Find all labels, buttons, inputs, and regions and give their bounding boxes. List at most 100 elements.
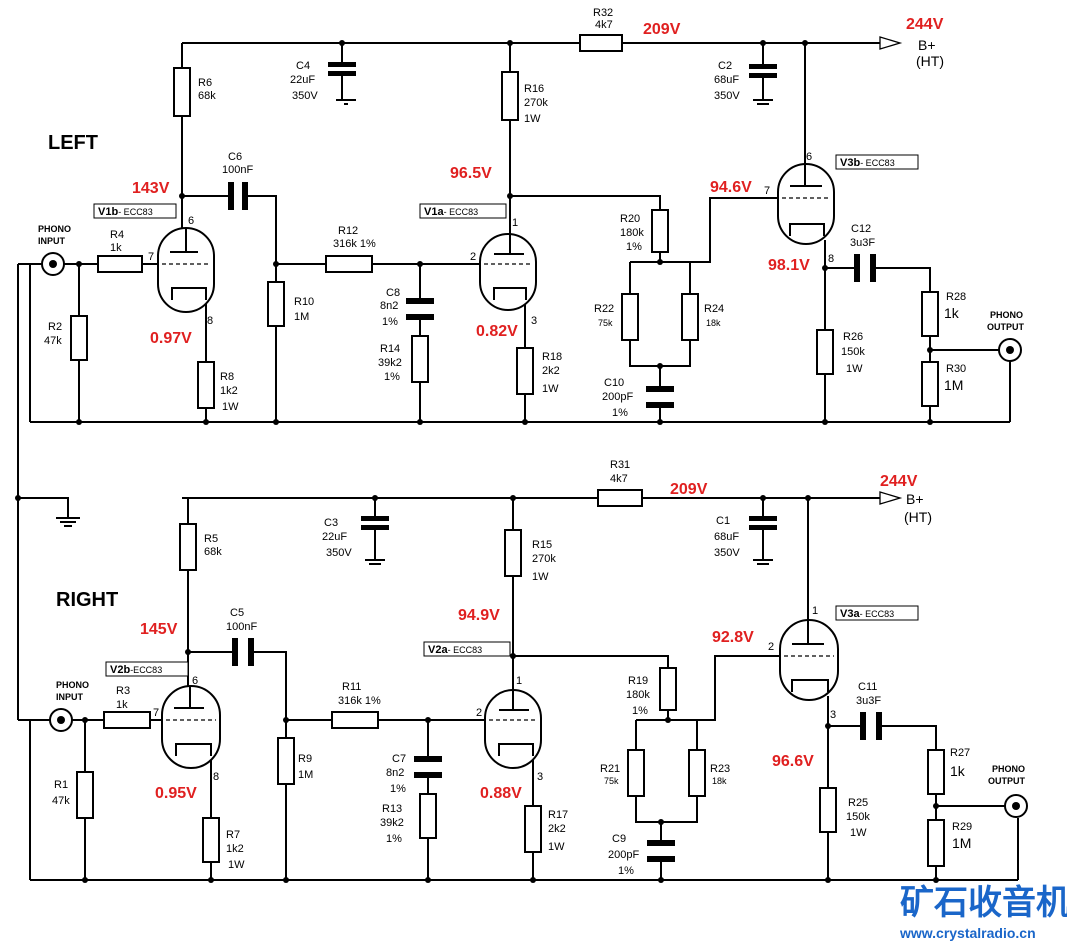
- resistor-r9: [277, 737, 295, 785]
- resistor-r12: [325, 255, 373, 273]
- resistor-r17: [524, 805, 542, 853]
- phono-output-right-label-1: PHONO: [992, 764, 1025, 774]
- v2b-cathode-voltage: 0.95V: [155, 785, 197, 802]
- svg-text:8: 8: [828, 253, 834, 265]
- label-c3-val: 22uF: [322, 531, 347, 543]
- label-c11-val: 3u3F: [856, 695, 881, 707]
- tube-v1b-name: V1b: [98, 206, 118, 218]
- phono-output-left-label-2: OUTPUT: [987, 322, 1025, 332]
- b-plus-arrows: [879, 36, 903, 505]
- resistor-r21: [627, 749, 645, 797]
- svg-text:6: 6: [806, 151, 812, 163]
- tube-v3b-name: V3b: [840, 157, 860, 169]
- label-c2-val: 68uF: [714, 74, 739, 86]
- resistor-r8: [197, 361, 215, 409]
- label-r30-ref: R30: [946, 363, 966, 375]
- phono-input-left-label-1: PHONO: [38, 224, 71, 234]
- tube-v2a-name: V2a: [428, 644, 448, 656]
- tube-v2a-type: - ECC83: [448, 645, 483, 655]
- label-r9-ref: R9: [298, 753, 312, 765]
- svg-text:6: 6: [188, 215, 194, 227]
- tube-v1a: [479, 233, 537, 311]
- svg-text:2: 2: [476, 707, 482, 719]
- label-r7-ref: R7: [226, 829, 240, 841]
- label-r26-w: 1W: [846, 363, 863, 375]
- label-r3-val: 1k: [116, 699, 128, 711]
- label-r4-ref: R4: [110, 229, 124, 241]
- label-r24-ref: R24: [704, 303, 724, 315]
- junctions: [15, 40, 939, 883]
- label-c7-tol: 1%: [390, 783, 406, 795]
- resistor-r11: [331, 711, 379, 729]
- cap-c2-plate: [749, 64, 777, 69]
- label-r13-tol: 1%: [386, 833, 402, 845]
- label-c3-ref: C3: [324, 517, 338, 529]
- tube-v1b-type: - ECC83: [118, 207, 153, 217]
- resistor-r27: [927, 749, 945, 795]
- resistor-r15: [504, 529, 522, 577]
- capacitors: [228, 62, 882, 862]
- label-r14-tol: 1%: [384, 371, 400, 383]
- mid-voltage-left: 209V: [643, 21, 681, 38]
- label-c9-tol: 1%: [618, 865, 634, 877]
- svg-text:8: 8: [207, 315, 213, 327]
- tube-v3a-type: - ECC83: [860, 609, 895, 619]
- label-r23-val: 18k: [712, 776, 727, 786]
- label-r18-val: 2k2: [542, 365, 560, 377]
- label-r16-w: 1W: [524, 113, 541, 125]
- phono-output-right-jack: [1004, 794, 1028, 818]
- label-c7-ref: C7: [392, 753, 406, 765]
- label-r19-tol: 1%: [632, 705, 648, 717]
- label-r8-val: 1k2: [220, 385, 238, 397]
- label-r21-ref: R21: [600, 763, 620, 775]
- label-r29-ref: R29: [952, 821, 972, 833]
- svg-text:V3a- ECC83: V3a- ECC83: [840, 608, 894, 620]
- cap-c8-plate: [406, 298, 434, 304]
- label-r24-val: 18k: [706, 318, 721, 328]
- label-c4-volt: 350V: [292, 90, 318, 102]
- label-c5-ref: C5: [230, 607, 244, 619]
- label-r17-w: 1W: [548, 841, 565, 853]
- label-r19-ref: R19: [628, 675, 648, 687]
- tube-v1a-type: - ECC83: [444, 207, 479, 217]
- resistor-r28: [921, 291, 939, 337]
- label-r7-val: 1k2: [226, 843, 244, 855]
- label-c8-val: 8n2: [380, 300, 398, 312]
- label-r22-ref: R22: [594, 303, 614, 315]
- hv-left: 244V: [906, 16, 944, 33]
- label-c10-tol: 1%: [612, 407, 628, 419]
- label-r27-val: 1k: [950, 763, 966, 779]
- v1b-plate-voltage: 143V: [132, 180, 170, 197]
- label-r11-ref: R11: [342, 681, 361, 693]
- resistor-r3: [103, 711, 151, 729]
- hv-right: 244V: [880, 473, 918, 490]
- label-r14-val: 39k2: [378, 357, 402, 369]
- resistor-r2: [70, 315, 88, 361]
- label-r15-ref: R15: [532, 539, 552, 551]
- svg-text:1: 1: [516, 675, 522, 687]
- resistor-r22: [621, 293, 639, 341]
- cap-c12-plate: [854, 254, 860, 282]
- tube-v1b: [157, 227, 215, 313]
- component-labels-left: R32 4k7 C4 22uF 350V C2 68uF 350V R6 68k…: [44, 7, 966, 419]
- label-c4-val: 22uF: [290, 74, 315, 86]
- label-r31-ref: R31: [610, 459, 630, 471]
- label-r2-val: 47k: [44, 335, 62, 347]
- resistor-r13: [419, 793, 437, 839]
- pin-numbers: 6 7 8 1 2 3 6 7 8 6 7 8 1 2 3 1 2 3: [148, 151, 836, 783]
- label-r9-val: 1M: [298, 769, 313, 781]
- phono-output-right-label-2: OUTPUT: [988, 776, 1026, 786]
- cap-c7-plate: [414, 756, 442, 762]
- label-c8-ref: C8: [386, 287, 400, 299]
- label-r26-val: 150k: [841, 346, 865, 358]
- cap-c11-plate: [860, 712, 866, 740]
- resistor-r23: [688, 749, 706, 797]
- label-r31-val: 4k7: [610, 473, 628, 485]
- tube-v2b-name: V2b: [110, 664, 130, 676]
- label-c6-val: 100nF: [222, 164, 253, 176]
- svg-text:2: 2: [470, 251, 476, 263]
- label-r23-ref: R23: [710, 763, 730, 775]
- label-r15-w: 1W: [532, 571, 549, 583]
- left-channel-label: LEFT: [48, 132, 98, 154]
- label-r12-val: 316k 1%: [333, 238, 376, 250]
